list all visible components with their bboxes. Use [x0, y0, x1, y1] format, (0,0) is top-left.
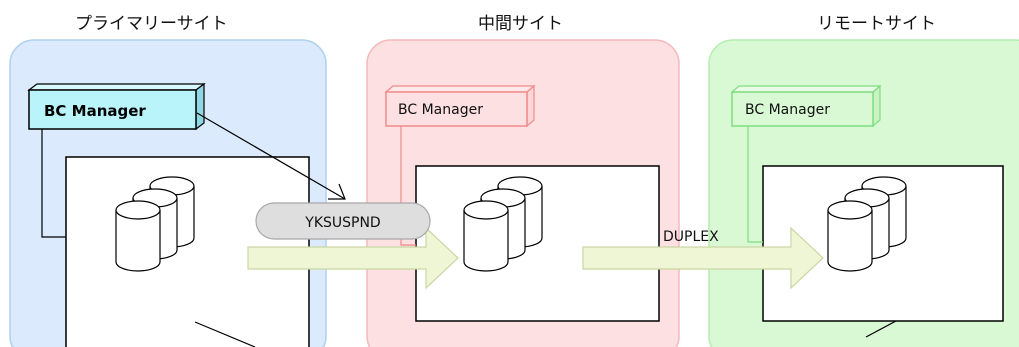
- intermediate-site: 中間サイト BC Manager: [366, 14, 680, 347]
- remote-bc-manager-label: BC Manager: [745, 102, 830, 118]
- primary-manager-connector: [41, 129, 66, 238]
- primary-site: プライマリーサイト BC Manager: [9, 14, 327, 347]
- primary-to-intermediate-status: YKSUSPND: [304, 215, 380, 231]
- remote-site-title: リモートサイト: [817, 14, 936, 34]
- command-arrow-head: [328, 183, 346, 200]
- intermediate-bc-manager: BC Manager: [384, 84, 536, 128]
- remote-manager-connector: [747, 126, 763, 243]
- remote-site: リモートサイト BC Manager: [708, 14, 1019, 347]
- primary-bc-manager: BC Manager: [27, 82, 206, 131]
- command-arrow-line: [196, 112, 346, 200]
- primary-bottom-connector: [194, 321, 256, 347]
- intermediate-bc-manager-label: BC Manager: [398, 102, 483, 118]
- intermediate-to-remote-status: DUPLEX: [663, 229, 719, 245]
- intermediate-to-remote-copy-arrow: [582, 226, 824, 290]
- ykspnd-status-pill: YKSUSPND: [255, 202, 431, 240]
- intermediate-manager-connector: [400, 126, 416, 246]
- primary-bc-manager-label: BC Manager: [44, 102, 146, 120]
- primary-to-intermediate-copy-arrow: [247, 226, 459, 290]
- primary-site-title: プライマリーサイト: [75, 14, 228, 34]
- remote-bc-manager: BC Manager: [730, 84, 882, 128]
- remote-bottom-connector: [865, 320, 897, 338]
- intermediate-site-title: 中間サイト: [478, 14, 563, 34]
